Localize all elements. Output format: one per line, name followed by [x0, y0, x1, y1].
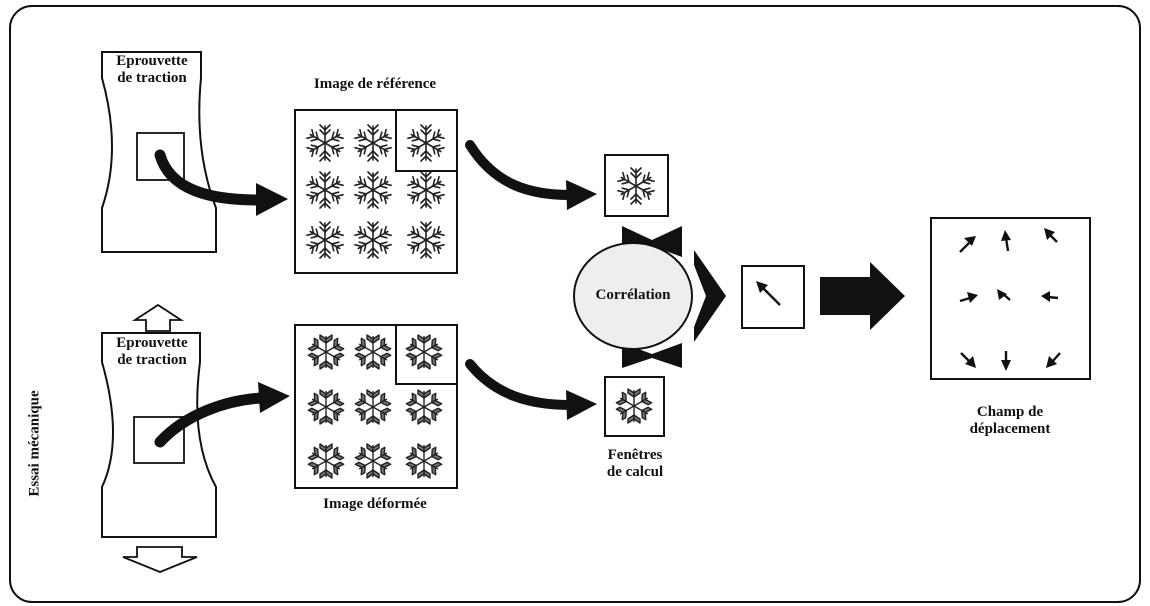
field-label: Champ de déplacement [940, 404, 1080, 438]
reference-image-window [395, 109, 458, 172]
side-label: Essai mécanique [26, 390, 43, 497]
arrow-specimen-to-reference-icon [154, 149, 288, 216]
deformed-image [294, 324, 458, 489]
arrow-vector-to-field-icon [820, 262, 905, 330]
windows-label: Fenêtres de calcul [590, 447, 680, 481]
windows-label-line2: de calcul [606, 464, 664, 480]
deformed-image-label: Image déformée [323, 496, 427, 512]
reference-pattern [307, 125, 444, 258]
traction-arrow-up-icon [131, 303, 185, 332]
specimen-top-line1: Eprouvette [116, 53, 188, 69]
field-label-line2: déplacement [969, 421, 1051, 437]
displacement-field [930, 217, 1091, 380]
arrow-correlation-to-vector-icon [694, 250, 726, 342]
arrow-specimen-to-deformed-icon [154, 382, 290, 448]
specimen-bottom-window [133, 416, 185, 464]
arrow-deformed-to-window-icon [465, 359, 597, 420]
deformed-image-window [395, 324, 458, 385]
specimen-bottom-label: Eprouvette de traction [103, 335, 201, 369]
correlation-circle [573, 242, 693, 350]
specimen-bottom-line1: Eprouvette [116, 335, 188, 351]
traction-arrow-down-icon [122, 546, 198, 573]
specimen-top-window [136, 132, 185, 181]
correlation-label: Corrélation [595, 287, 671, 303]
specimen-top-label: Eprouvette de traction [103, 53, 201, 87]
arrow-reference-to-window-icon [465, 140, 597, 210]
frame [9, 5, 1141, 603]
specimen-top-line2: de traction [117, 70, 187, 86]
windows-label-line1: Fenêtres [607, 447, 663, 463]
field-label-line1: Champ de [976, 404, 1044, 420]
displacement-vectors [959, 228, 1061, 371]
vector-arrow-icon [756, 281, 781, 306]
specimen-bottom [101, 332, 217, 538]
reference-image-label: Image de référence [313, 76, 437, 92]
specimen-bottom-line2: de traction [117, 352, 187, 368]
